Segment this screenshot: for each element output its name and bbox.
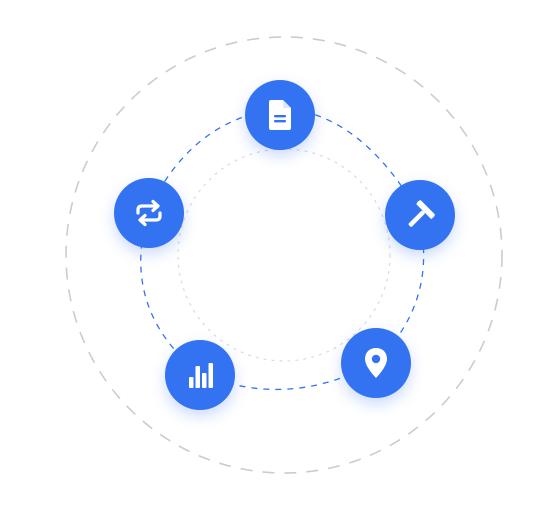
hammer-icon bbox=[403, 198, 437, 232]
document-icon bbox=[265, 98, 295, 132]
document-node[interactable] bbox=[245, 80, 315, 150]
sync-node[interactable] bbox=[114, 178, 184, 248]
location-node[interactable] bbox=[341, 328, 411, 398]
bar-chart-icon bbox=[185, 360, 215, 390]
build-node[interactable] bbox=[385, 180, 455, 250]
outer-dashed-ring bbox=[65, 36, 503, 474]
inner-dotted-ring bbox=[177, 148, 391, 362]
repeat-arrows-icon bbox=[132, 198, 166, 228]
analytics-node[interactable] bbox=[165, 340, 235, 410]
map-pin-icon bbox=[362, 346, 390, 380]
